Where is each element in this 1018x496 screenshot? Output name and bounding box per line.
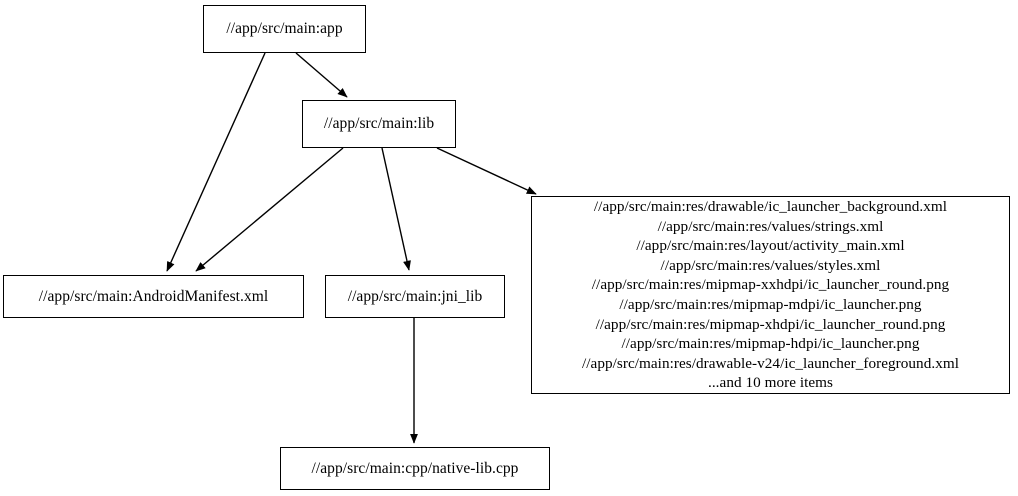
node-native-lib-cpp-label: //app/src/main:cpp/native-lib.cpp: [311, 459, 519, 477]
node-native-lib-cpp[interactable]: //app/src/main:cpp/native-lib.cpp: [280, 447, 550, 490]
edge-lib-to-jni-lib: [381, 147, 411, 271]
node-app-label: //app/src/main:app: [226, 20, 343, 38]
edge-lib-to-res: [436, 147, 537, 195]
node-lib[interactable]: //app/src/main:lib: [302, 100, 456, 148]
node-res-bundle[interactable]: //app/src/main:res/drawable/ic_launcher_…: [531, 196, 1010, 394]
node-lib-label: //app/src/main:lib: [323, 115, 435, 133]
edge-app-to-lib: [295, 52, 348, 98]
node-android-manifest-label: //app/src/main:AndroidManifest.xml: [38, 287, 269, 305]
node-res-bundle-label: //app/src/main:res/drawable/ic_launcher_…: [582, 198, 959, 392]
node-app[interactable]: //app/src/main:app: [203, 5, 366, 53]
edge-lib-to-manifest: [195, 147, 344, 272]
node-jni-lib[interactable]: //app/src/main:jni_lib: [325, 275, 505, 318]
node-jni-lib-label: //app/src/main:jni_lib: [347, 287, 483, 305]
node-android-manifest[interactable]: //app/src/main:AndroidManifest.xml: [3, 275, 304, 318]
edge-app-to-manifest: [166, 52, 266, 272]
